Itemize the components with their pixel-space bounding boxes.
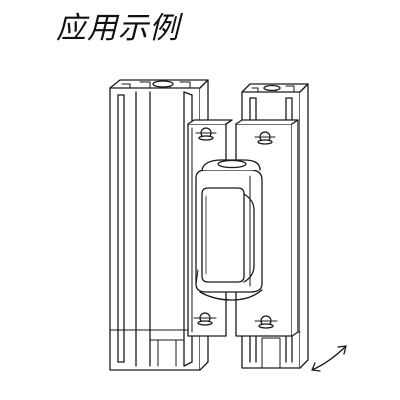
rotation-arrow-icon [311, 345, 347, 372]
hinge-knuckle [195, 159, 263, 301]
screw-icon [254, 131, 276, 145]
screw-icon [254, 315, 278, 329]
page-title: 应用示例 [56, 11, 180, 46]
screw-icon [193, 312, 217, 326]
screw-icon [195, 127, 217, 141]
mounting-screws [193, 127, 278, 329]
